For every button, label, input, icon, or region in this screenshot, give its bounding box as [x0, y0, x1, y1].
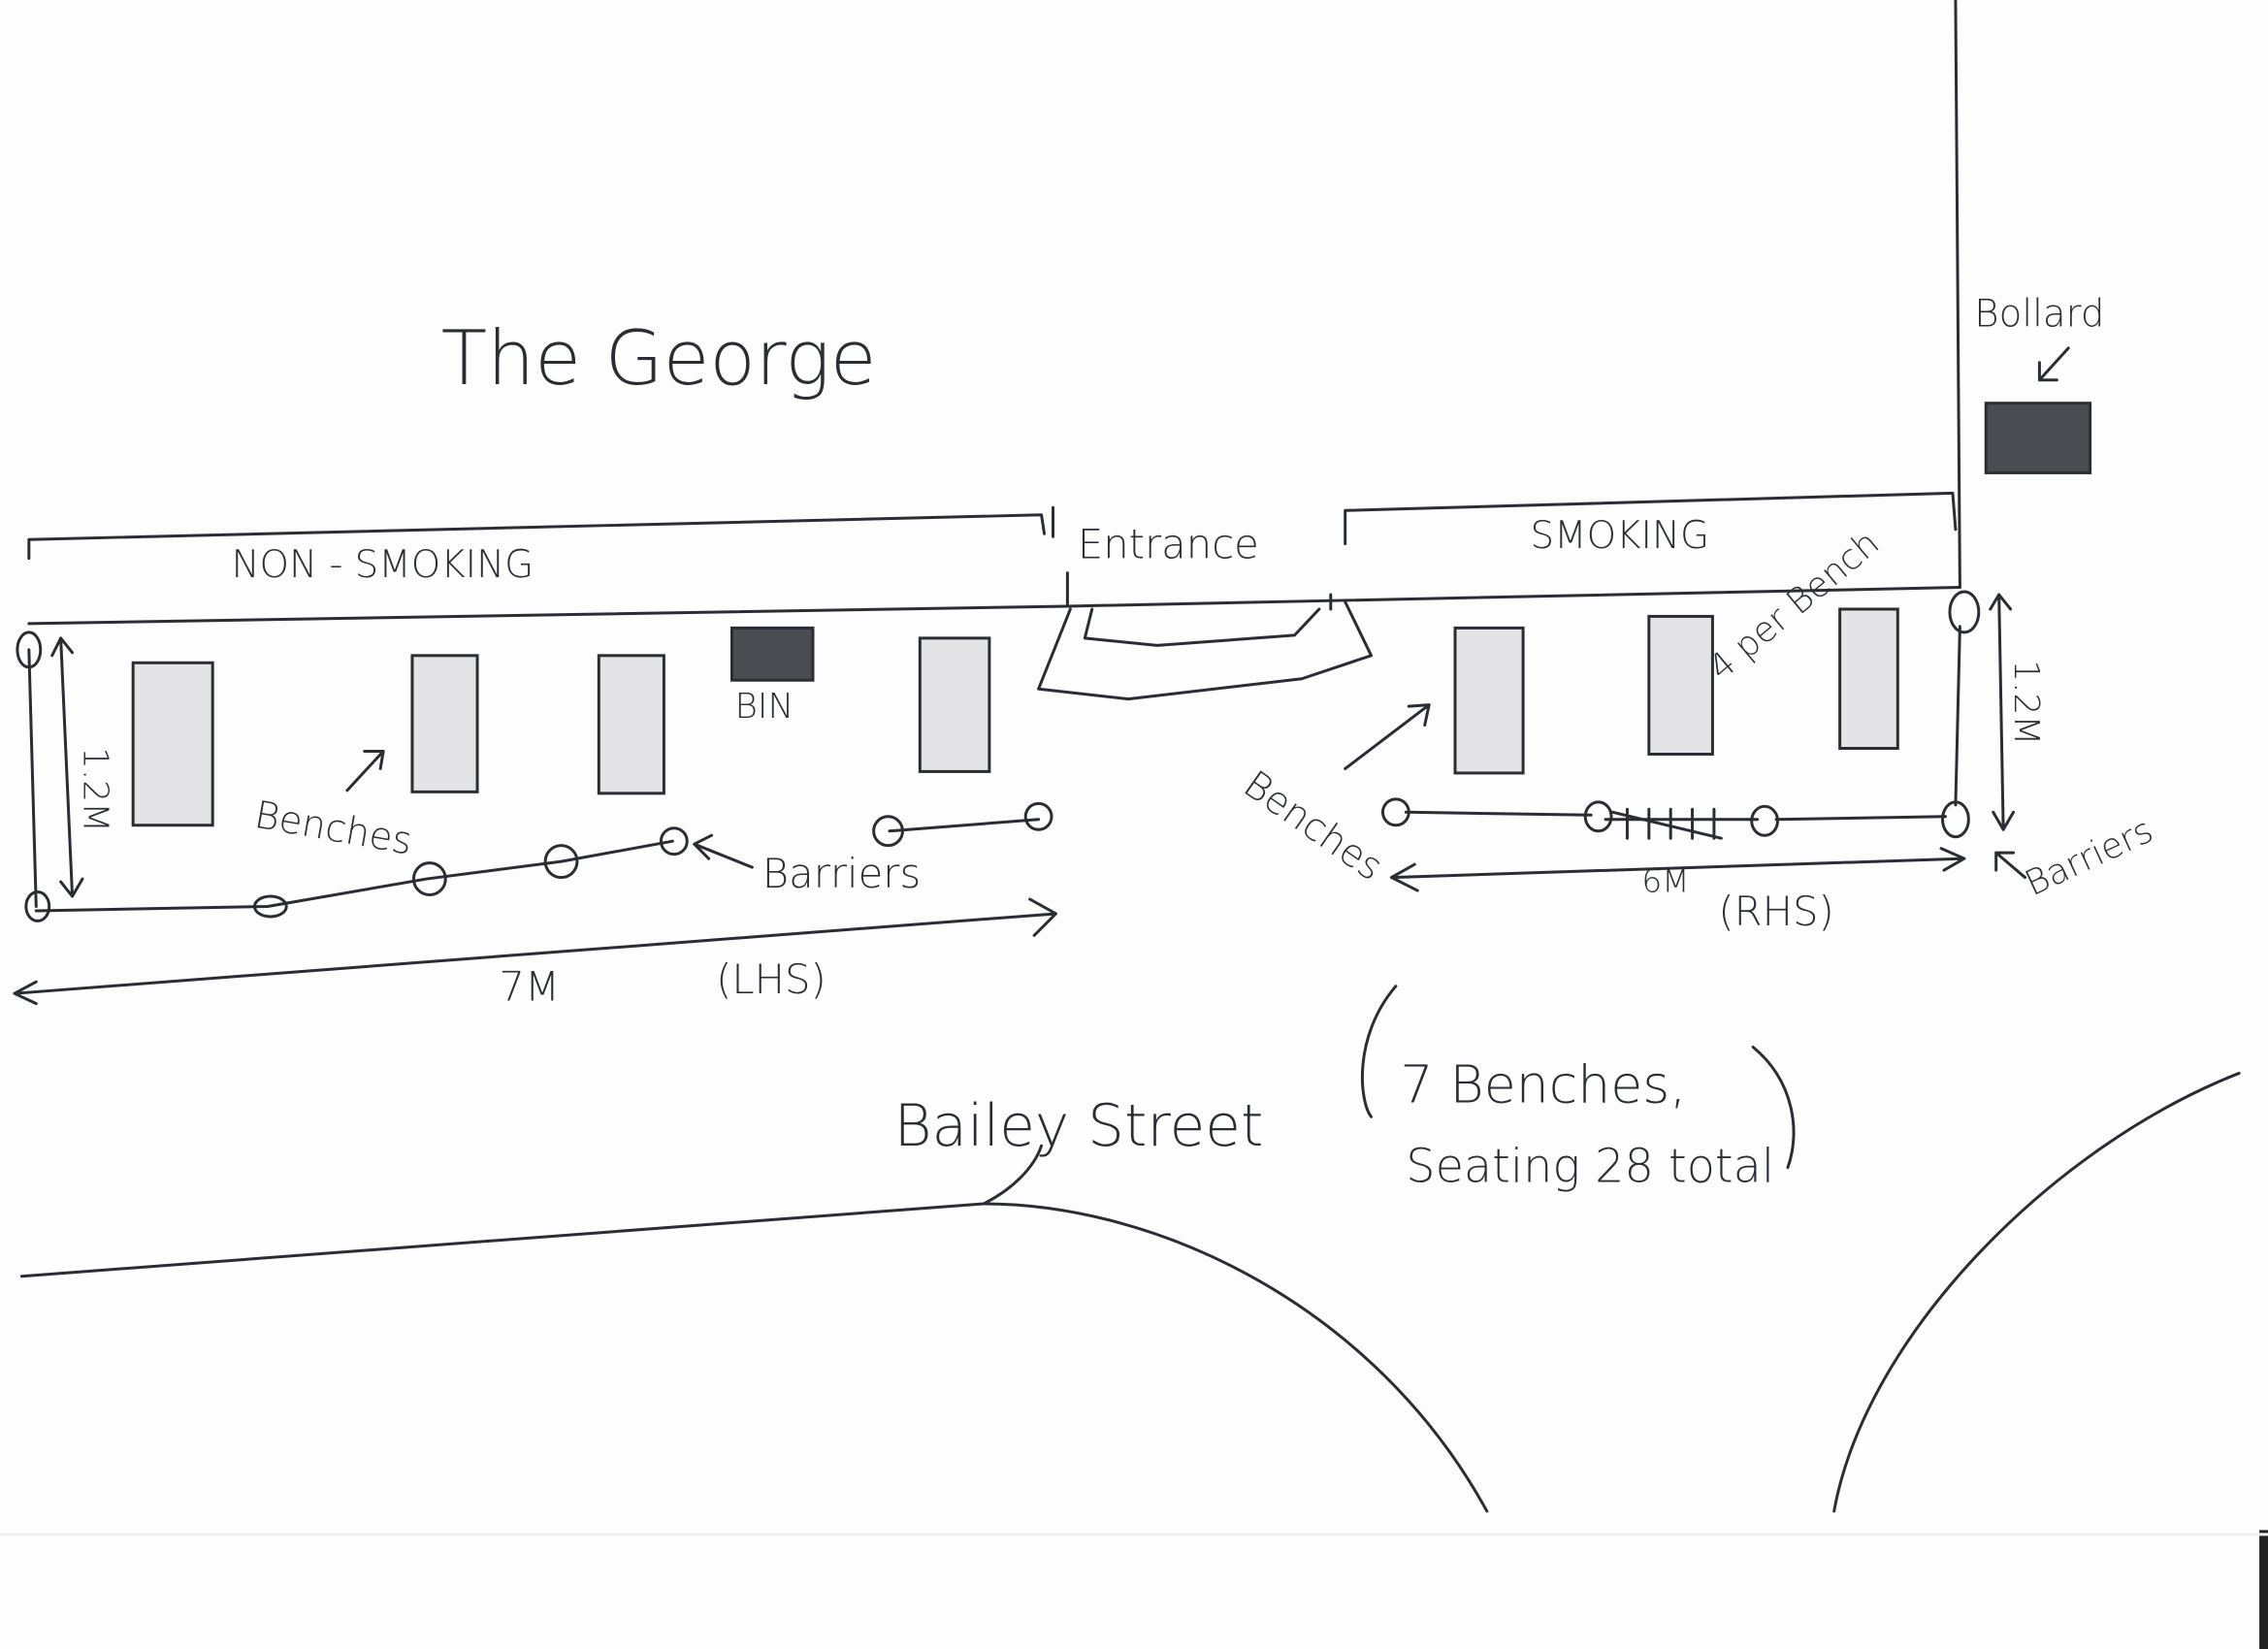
- smoking-bracket: [1344, 491, 1958, 546]
- bench-icon: [131, 661, 214, 827]
- bench-icon: [410, 654, 479, 793]
- bin-icon: [729, 626, 815, 682]
- bench-icon: [918, 636, 991, 773]
- right-benches-label: Benches: [1236, 762, 1391, 889]
- non-smoking-label: NON - SMOKING: [232, 543, 535, 587]
- left-length-arrow: [13, 897, 1057, 1006]
- left-side-label: (LHS): [716, 955, 826, 1003]
- right-length-label: 6M: [1641, 862, 1689, 899]
- summary-line-2: Seating 28 total: [1406, 1140, 1774, 1193]
- summary-bracket-open: [1360, 985, 1398, 1118]
- scan-edge: [2259, 1530, 2268, 1649]
- left-benches-arrow: [345, 749, 385, 792]
- bench-icon: [1647, 614, 1714, 756]
- left-benches-label: Benches: [251, 793, 415, 864]
- smoking-label: SMOKING: [1531, 514, 1709, 558]
- left-depth-label: 1.2M: [75, 747, 114, 832]
- right-barriers-arrow: [1994, 851, 2026, 880]
- right-barriers-label: Barriers: [2019, 811, 2158, 905]
- right-barriers: [1380, 590, 1981, 840]
- bollard-icon: [1984, 402, 2092, 474]
- non-smoking-bracket: [27, 513, 1047, 561]
- street-label: Bailey Street: [893, 1093, 1263, 1160]
- title: The George: [441, 315, 877, 403]
- summary-line-1: 7 Benches,: [1400, 1053, 1686, 1115]
- kerb-right: [1832, 1071, 2241, 1513]
- left-length-label: 7M: [499, 963, 560, 1011]
- bin-label: BIN: [734, 687, 794, 727]
- left-barriers-label: Barriers: [762, 850, 921, 897]
- right-side-label: (RHS): [1718, 888, 1833, 935]
- bollard-arrow: [2037, 346, 2070, 382]
- left-barriers-arrow: [693, 833, 754, 869]
- bench-icon: [1838, 607, 1899, 750]
- right-length-arrow: [1389, 847, 1966, 892]
- left-barriers: [16, 630, 1053, 922]
- building-wall: [1954, 0, 1961, 590]
- kerb-left: [19, 1144, 1489, 1513]
- entrance-steps: [1037, 571, 1374, 701]
- entrance-label: Entrance: [1078, 521, 1259, 568]
- bollard-label: Bollard: [1974, 292, 2104, 336]
- bench-icon: [1453, 626, 1525, 775]
- left-depth-arrow: [50, 636, 84, 898]
- right-benches-arrow: [1344, 703, 1431, 770]
- right-depth-arrow: [1989, 593, 2016, 831]
- bench-icon: [597, 654, 665, 795]
- right-depth-label: 1.2M: [2006, 660, 2046, 745]
- summary-bracket-close: [1751, 1046, 1796, 1170]
